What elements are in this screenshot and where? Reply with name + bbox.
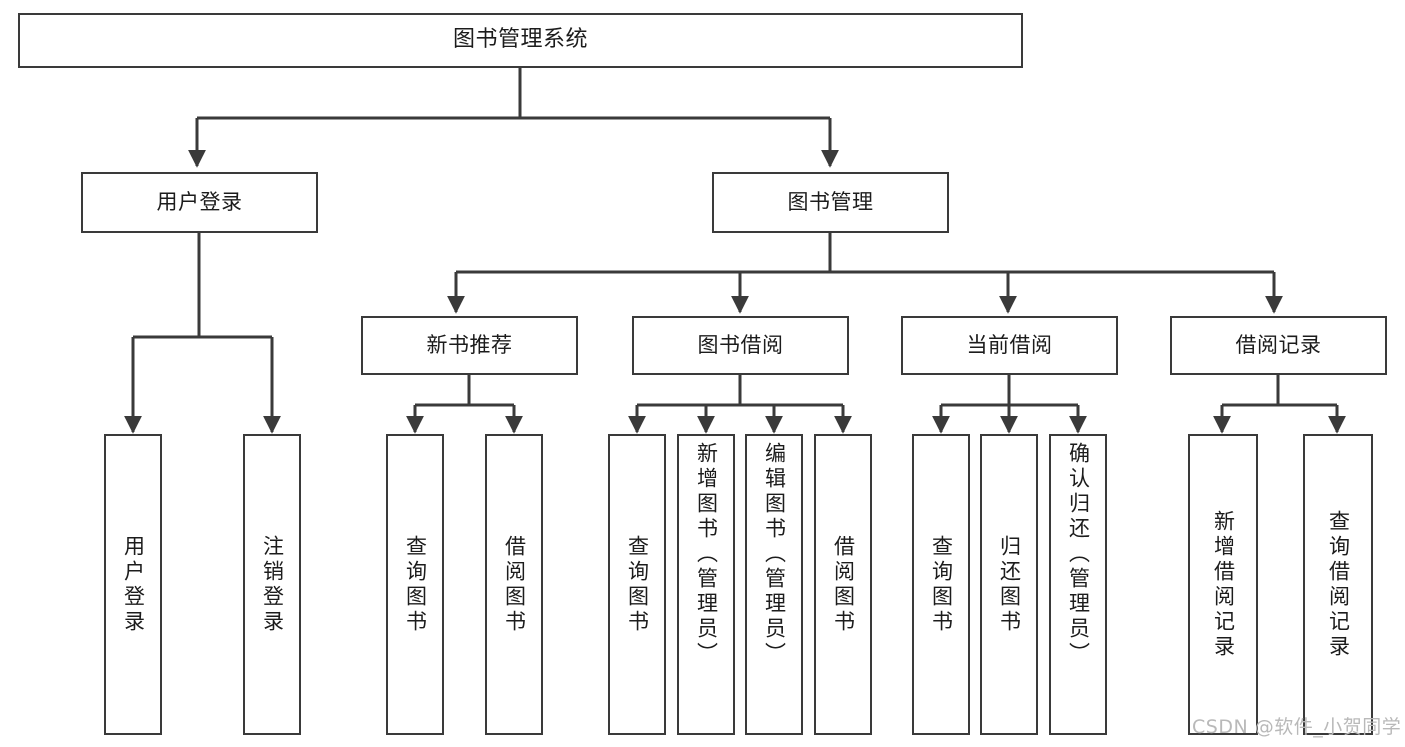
node-label: 用户登录 [156,189,243,214]
node-label: 借阅图书 [502,534,527,635]
node-label: 借阅记录 [1235,332,1322,357]
node-user-login[interactable]: 用户登录 [81,172,318,233]
node-label: 新书推荐 [426,332,513,357]
leaf-confirm-return-admin[interactable]: 确认归还（管理员） [1049,434,1107,735]
node-book-borrowing[interactable]: 图书借阅 [632,316,849,375]
csdn-watermark: CSDN @软件_小贺同学 [1192,716,1402,738]
node-label: 归还图书 [997,534,1022,635]
node-label: 查询图书 [929,534,954,635]
node-label: 编辑图书（管理员） [762,442,787,667]
node-book-management[interactable]: 图书管理 [712,172,949,233]
node-current-borrowing[interactable]: 当前借阅 [901,316,1118,375]
node-label: 图书管理系统 [452,27,588,53]
leaf-edit-book-admin[interactable]: 编辑图书（管理员） [745,434,803,735]
node-label: 用户登录 [121,534,146,635]
node-label: 图书借阅 [697,332,784,357]
leaf-borrow-book-new[interactable]: 借阅图书 [485,434,543,735]
node-label: 查询图书 [625,534,650,635]
leaf-add-book-admin[interactable]: 新增图书（管理员） [677,434,735,735]
node-label: 借阅图书 [831,534,856,635]
node-borrowing-record[interactable]: 借阅记录 [1170,316,1387,375]
leaf-borrow-book[interactable]: 借阅图书 [814,434,872,735]
leaf-query-book-current[interactable]: 查询图书 [912,434,970,735]
node-label: 注销登录 [260,534,285,635]
leaf-query-book-borrow[interactable]: 查询图书 [608,434,666,735]
node-label: 确认归还（管理员） [1066,442,1091,667]
leaf-query-borrow-record[interactable]: 查询借阅记录 [1303,434,1373,735]
leaf-return-book[interactable]: 归还图书 [980,434,1038,735]
node-label: 查询图书 [403,534,428,635]
node-label: 新增借阅记录 [1211,509,1236,660]
leaf-query-book-new[interactable]: 查询图书 [386,434,444,735]
node-new-book-recommendation[interactable]: 新书推荐 [361,316,578,375]
node-label: 查询借阅记录 [1326,509,1351,660]
node-label: 当前借阅 [966,332,1053,357]
node-label: 新增图书（管理员） [694,442,719,667]
leaf-logout-login[interactable]: 注销登录 [243,434,301,735]
leaf-user-login[interactable]: 用户登录 [104,434,162,735]
node-root-book-management-system[interactable]: 图书管理系统 [18,13,1023,68]
leaf-add-borrow-record[interactable]: 新增借阅记录 [1188,434,1258,735]
node-label: 图书管理 [787,189,874,214]
